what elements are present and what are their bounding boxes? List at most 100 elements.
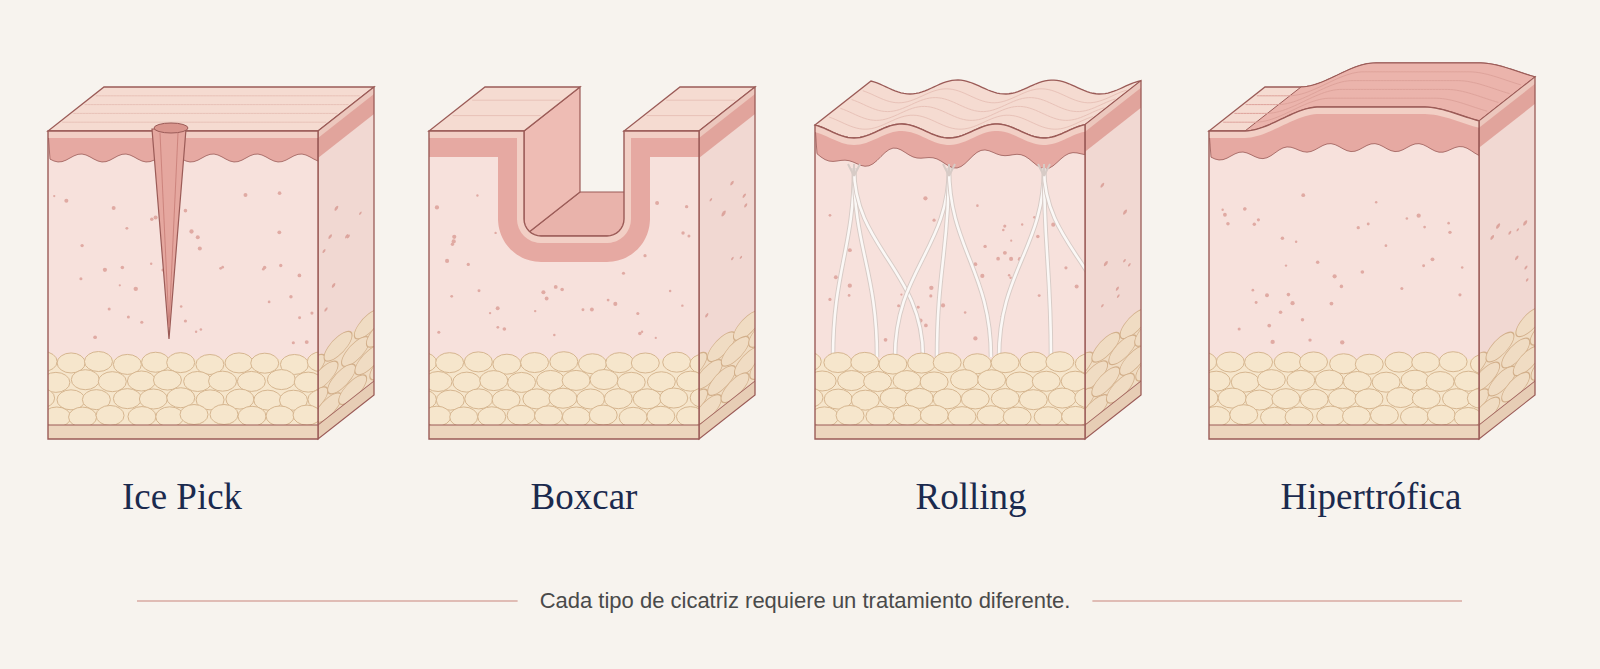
fat-cell (1387, 388, 1415, 408)
top-texture (1246, 81, 1510, 105)
dermis-dot (1279, 310, 1283, 314)
fat-cell (663, 352, 691, 372)
base-line (1207, 425, 1481, 426)
dermis-dot (1021, 223, 1023, 225)
fat-cell (1412, 352, 1440, 372)
fat-cell (880, 388, 908, 408)
dermis-dot (1255, 301, 1258, 304)
fat-cell (307, 352, 335, 372)
fat-cell (1454, 407, 1482, 427)
dermis-dot (1308, 338, 1311, 341)
dermis-dot (655, 201, 659, 205)
fat-cell (1274, 352, 1302, 372)
dermis-dot (64, 199, 68, 203)
fibrous-band (1044, 168, 1115, 357)
dermis-dot (1271, 340, 1275, 344)
fat-cell (1020, 352, 1048, 372)
fat-cell (590, 370, 618, 390)
fat-cell (795, 388, 823, 408)
dermis-dot (289, 295, 292, 298)
fat-cell (184, 371, 212, 391)
scar-type-label: Ice Pick (122, 477, 242, 518)
fat-cell (27, 388, 55, 408)
side-outline (1085, 81, 1141, 439)
top-texture (863, 89, 1127, 103)
ice-pick-tract (152, 129, 186, 339)
top-texture (829, 115, 1093, 129)
dermis-dot (996, 257, 1000, 261)
dermis-dot (196, 235, 200, 239)
front-face (793, 124, 1117, 441)
dermis-dot (496, 326, 499, 329)
fat-cell (238, 406, 266, 426)
top-texture (453, 115, 541, 116)
dermis-dot (1417, 214, 1421, 218)
dermis-dot (924, 324, 928, 328)
dermis-dot (1285, 264, 1287, 266)
dermis-dot (829, 214, 832, 217)
fat-cell (908, 353, 936, 373)
dermis-dot (221, 266, 224, 269)
fat-cell (423, 406, 451, 426)
fat-cell (951, 370, 979, 390)
fat-cell (920, 405, 948, 425)
fibrous-band-outline (1044, 168, 1115, 357)
dermis-dot (150, 217, 153, 220)
top-surface (48, 87, 374, 131)
fat-cell (29, 352, 57, 372)
dermis-dot (941, 303, 945, 307)
dermis-dot (1357, 226, 1360, 229)
fat-cell (893, 405, 921, 425)
dermis-dot (189, 229, 193, 233)
dermis-dot (540, 207, 543, 210)
fat-cell (562, 407, 590, 427)
dermis-dot (1301, 193, 1305, 197)
fat-cell (948, 407, 976, 427)
dermis-dot (607, 299, 610, 302)
dermis-layer (1479, 77, 1535, 439)
fat-cell (1285, 407, 1313, 427)
dermis-dot (277, 230, 281, 234)
dermis-dot (848, 248, 852, 252)
dermis-dot (503, 327, 507, 331)
dermis-layer (48, 131, 318, 439)
dermis-dot (80, 244, 83, 247)
dermis-dot (489, 312, 491, 314)
fat-cell (808, 371, 836, 391)
dermis-dot (1221, 209, 1223, 211)
fibrous-band (949, 168, 991, 357)
fibrous-band (833, 168, 854, 357)
epidermis-surface (1209, 107, 1479, 138)
fat-cell (1190, 388, 1218, 408)
fat-cell (1260, 407, 1288, 427)
fat-cell (323, 405, 351, 425)
dermis-dot (897, 304, 900, 307)
fibrous-band-outline (937, 168, 949, 357)
dermis-dot (496, 306, 500, 310)
dermis-dot (1265, 293, 1269, 297)
dermis-dot (980, 274, 984, 278)
dermis-dot (1400, 287, 1403, 290)
fat-cell (1202, 371, 1230, 391)
front-outline (815, 124, 1085, 439)
fat-cell (266, 406, 294, 426)
dermis-dot (1009, 277, 1012, 280)
dermis-dot (828, 298, 831, 301)
dermis-dot (1252, 289, 1255, 292)
fat-cell (793, 352, 821, 372)
dermis-dot (973, 336, 977, 340)
fat-cell (43, 407, 71, 427)
fat-cell (893, 371, 921, 391)
dermis-dot (929, 286, 933, 290)
tract-line (160, 133, 178, 327)
fat-cell (464, 352, 492, 372)
dermis-dot (636, 312, 639, 315)
fibrous-band (895, 168, 949, 357)
dermis-dot (292, 341, 295, 344)
fibrous-tuft (848, 164, 854, 176)
fat-cell (180, 405, 208, 425)
fat-cell (824, 353, 852, 373)
fat-cell (1230, 405, 1258, 425)
fat-cell (521, 353, 549, 373)
fat-cell (1257, 370, 1285, 390)
